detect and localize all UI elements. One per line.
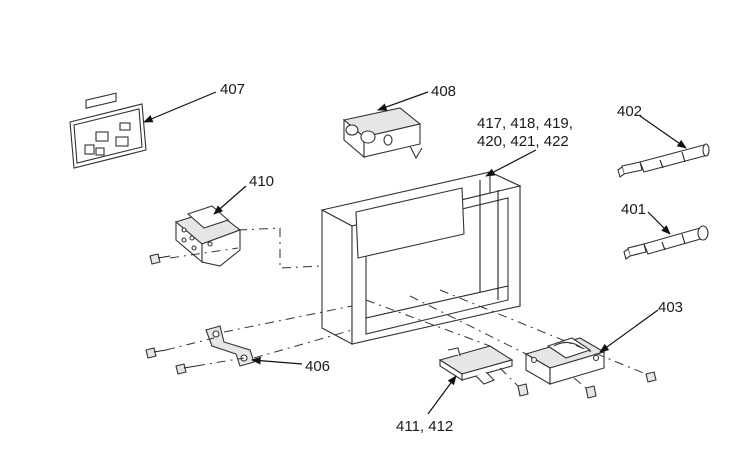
callout-411-412: 411, 412	[396, 418, 453, 435]
part-407-terminal-plate	[69, 92, 147, 169]
part-402-sensor-probe	[617, 143, 710, 178]
leader-lines	[143, 91, 687, 415]
part-403-transformer	[524, 337, 606, 385]
part-411-412-mounting-plate	[438, 345, 514, 385]
screw-403-lower	[585, 385, 597, 399]
screw-410	[149, 253, 171, 265]
part-401-sensor-probe	[623, 225, 709, 260]
main-cabinet-housing	[320, 171, 522, 345]
screw-406-upper	[145, 347, 167, 359]
callout-410: 410	[249, 173, 274, 190]
assembly-lines	[165, 227, 647, 389]
part-410-terminal-block	[174, 205, 242, 267]
callout-402: 402	[617, 103, 642, 120]
screw-411-412	[517, 383, 529, 397]
callout-417-line1: 417, 418, 419,	[477, 115, 573, 132]
screw-406-lower	[175, 363, 197, 375]
part-408-connector-block	[342, 107, 423, 160]
callout-417-line2: 420, 421, 422	[477, 133, 569, 150]
callout-408: 408	[431, 83, 456, 100]
callout-406: 406	[305, 358, 330, 375]
callout-407: 407	[220, 81, 245, 98]
screw-403-right	[645, 371, 657, 383]
callout-403: 403	[658, 299, 683, 316]
part-406-bracket	[205, 325, 255, 367]
callout-401: 401	[621, 201, 646, 218]
